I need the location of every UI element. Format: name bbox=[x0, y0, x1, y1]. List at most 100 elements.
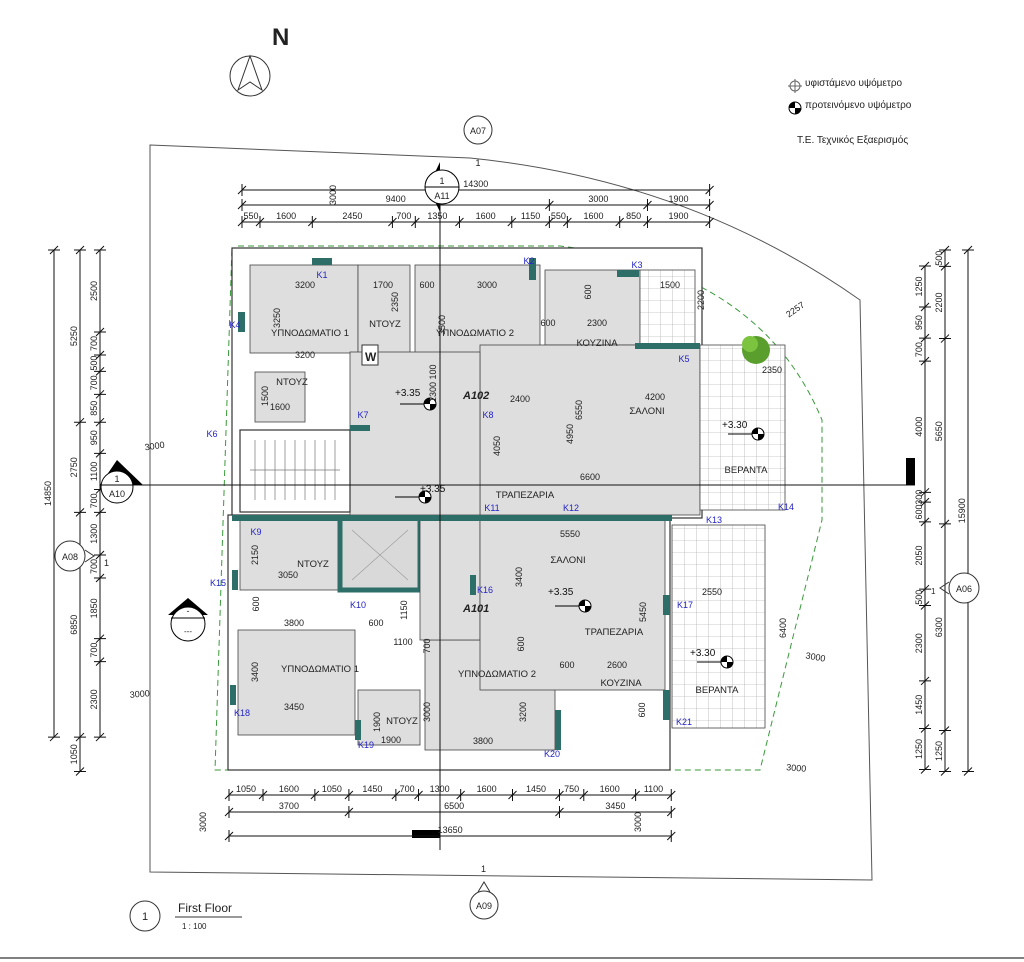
window-label-k14: K14 bbox=[778, 502, 794, 512]
dimension-value: 950 bbox=[89, 430, 99, 445]
marker-label: A08 bbox=[62, 552, 78, 562]
section-end-marker bbox=[906, 458, 915, 485]
dimension-tick bbox=[224, 789, 234, 801]
dimension-value: 5650 bbox=[934, 421, 944, 441]
room-label: ΥΠΝΟΔΩΜΑΤΙΟ 2 bbox=[436, 328, 514, 339]
room-label: ΣΑΛΟΝΙ bbox=[550, 555, 585, 566]
room-label: ΥΠΝΟΔΩΜΑΤΙΟ 2 bbox=[458, 669, 536, 680]
section-marker-a10[interactable]: 1 A10 bbox=[100, 460, 143, 504]
upper-corridor-area bbox=[349, 351, 481, 516]
marker-num: 1 bbox=[931, 587, 936, 596]
apartment-label-lower: A101 bbox=[462, 603, 489, 615]
title-scale: 1 : 100 bbox=[182, 922, 207, 931]
dimension-value: 600 bbox=[914, 504, 924, 519]
dimension-value: 500 bbox=[934, 251, 944, 266]
interior-dimension: 4050 bbox=[492, 436, 502, 456]
dimension-tick bbox=[94, 508, 106, 517]
dimension-value: 1600 bbox=[276, 211, 296, 221]
dimension-tick bbox=[74, 245, 86, 255]
dimension-value: 6500 bbox=[444, 801, 464, 811]
interior-dimension: 1700 bbox=[373, 280, 393, 290]
dimension-value: 2050 bbox=[914, 545, 924, 565]
dimension-chain-right-overall: 15900 bbox=[957, 245, 974, 776]
lower-shower1-area bbox=[239, 519, 341, 591]
drawing-title: 1 First Floor 1 : 100 bbox=[129, 900, 242, 932]
interior-dimension: 600 bbox=[637, 702, 647, 717]
interior-dimension: 3200 bbox=[295, 350, 315, 360]
dimension-value: 500 bbox=[914, 590, 924, 605]
dimension-tick bbox=[666, 806, 676, 818]
section-marker-a06[interactable]: A06 1 bbox=[931, 572, 980, 604]
dimension-value: 1150 bbox=[521, 211, 540, 221]
dimension-value: 4000 bbox=[914, 417, 924, 437]
dimension-value: 1450 bbox=[526, 784, 546, 794]
marker-label: A09 bbox=[476, 901, 492, 911]
level-text: +3.30 bbox=[722, 420, 748, 431]
dimension-value: 13650 bbox=[438, 825, 463, 835]
dimension-tick bbox=[705, 216, 714, 228]
section-marker-a09[interactable]: A09 1 bbox=[469, 864, 499, 920]
dimension-tick bbox=[631, 789, 640, 801]
marker-label: A06 bbox=[956, 584, 972, 594]
dimension-value: 1600 bbox=[584, 211, 604, 221]
section-marker-a11[interactable]: 1 A11 bbox=[424, 162, 460, 212]
section-marker-unnamed[interactable]: - --- bbox=[168, 598, 208, 642]
dimension-value: 700 bbox=[89, 643, 99, 658]
proposed-level-icon bbox=[788, 101, 802, 115]
dimension-value: 1350 bbox=[427, 211, 447, 221]
level-marker-icon bbox=[697, 655, 734, 669]
dimension-tick bbox=[94, 245, 106, 255]
dimension-value: 700 bbox=[914, 342, 924, 357]
dimension-value: 6300 bbox=[934, 617, 944, 637]
level-text: +3.35 bbox=[420, 484, 446, 495]
apartment-label-upper: A102 bbox=[462, 390, 489, 402]
dimension-tick bbox=[939, 519, 951, 529]
dimension-tick bbox=[74, 767, 86, 776]
dimension-tick bbox=[919, 584, 931, 594]
section-marker-a08[interactable]: A08 1 bbox=[54, 540, 109, 572]
window-label-k19: K19 bbox=[358, 740, 374, 750]
dimension-tick bbox=[666, 830, 676, 842]
dimension-value: 550 bbox=[243, 211, 258, 221]
dimension-value: 700 bbox=[89, 375, 99, 390]
section-end-marker-bottom bbox=[412, 830, 440, 838]
dimension-chain-bottom-overall: 13650 bbox=[224, 825, 676, 842]
lower-bedroom1-area bbox=[237, 629, 356, 736]
dimension-tick bbox=[939, 262, 951, 271]
dimension-tick bbox=[94, 367, 106, 376]
dimension-value: 1850 bbox=[89, 598, 99, 618]
room-label: ΤΡΑΠΕΖΑΡΙΑ bbox=[585, 627, 644, 638]
setback-line bbox=[214, 245, 823, 771]
interior-dimension: 1150 bbox=[399, 600, 409, 619]
interior-dimension: 3000 bbox=[477, 280, 497, 290]
room-label: ΒΕΡΑΝΤΑ bbox=[696, 685, 740, 696]
upper-bedroom1-area bbox=[249, 264, 359, 354]
dimension-value: 1050 bbox=[322, 784, 342, 794]
interior-dimension: 5550 bbox=[560, 529, 580, 539]
section-marker-a07[interactable]: A07 1 bbox=[463, 115, 493, 168]
dimension-value: 14850 bbox=[43, 481, 53, 506]
dimension-tick bbox=[939, 245, 951, 255]
interior-dimension: 600 bbox=[368, 618, 383, 628]
interior-dimension: 3200 bbox=[518, 702, 528, 722]
interior-dimension: 3000 bbox=[198, 812, 208, 832]
dimension-tick bbox=[344, 789, 354, 801]
interior-dimension: 3000 bbox=[805, 650, 826, 663]
marker-num: 1 bbox=[439, 176, 444, 186]
dimension-tick bbox=[94, 417, 106, 427]
interior-dimension: 3000 bbox=[786, 762, 807, 774]
dimension-value: 1600 bbox=[279, 784, 299, 794]
plant-icon bbox=[742, 336, 770, 364]
dimension-value: 700 bbox=[89, 559, 99, 574]
interior-dimension: 4200 bbox=[645, 392, 665, 402]
dimension-tick bbox=[919, 333, 931, 343]
dimension-tick bbox=[705, 199, 714, 211]
dimension-tick bbox=[579, 789, 589, 801]
room-label: ΥΠΝΟΔΩΜΑΤΙΟ 1 bbox=[271, 328, 349, 339]
dimension-value: 700 bbox=[89, 493, 99, 508]
dimension-value: 14300 bbox=[463, 179, 488, 189]
window-label-k11: K11 bbox=[484, 503, 499, 513]
dimension-tick bbox=[919, 517, 931, 527]
